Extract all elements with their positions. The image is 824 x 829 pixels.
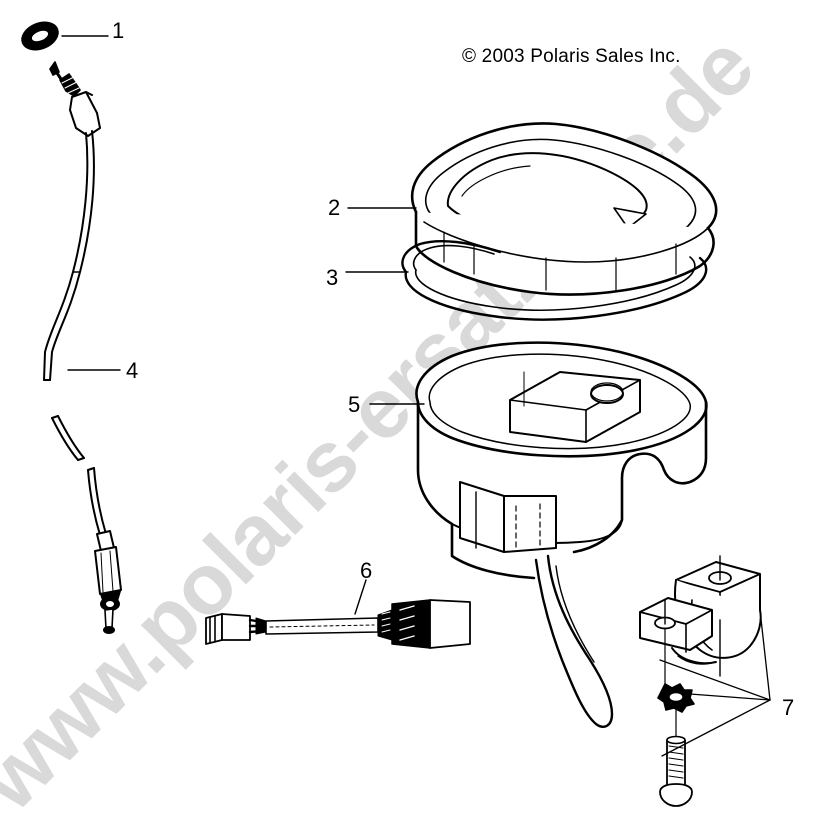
callout-number-6: 6 bbox=[360, 558, 373, 583]
leader-line-7d bbox=[661, 699, 771, 757]
part-1-o-ring bbox=[21, 21, 109, 51]
part-4-throttle-cable bbox=[43, 61, 121, 381]
part-3-cover-gasket bbox=[345, 239, 708, 321]
callout-number-2: 2 bbox=[328, 195, 341, 220]
screw bbox=[659, 735, 693, 807]
callout-number-5: 5 bbox=[348, 392, 361, 417]
part-4-lower-cable-end bbox=[51, 415, 122, 634]
callout-number-1: 1 bbox=[112, 18, 125, 43]
leader-line-7a bbox=[759, 609, 771, 701]
part-6-wire-harness bbox=[205, 579, 471, 649]
copyright-notice: © 2003 Polaris Sales Inc. bbox=[462, 46, 681, 67]
leader-line-7b bbox=[659, 659, 771, 701]
leader-line-7c bbox=[689, 693, 771, 701]
part-7-clamp-hardware bbox=[639, 555, 771, 807]
callout-number-3: 3 bbox=[326, 265, 339, 290]
star-washer bbox=[657, 683, 695, 713]
part-5-throttle-housing bbox=[369, 341, 708, 728]
callout-number-7: 7 bbox=[782, 695, 795, 720]
part-2-throttle-cover bbox=[347, 122, 718, 296]
callout-number-4: 4 bbox=[126, 358, 139, 383]
leader-line-6 bbox=[354, 579, 367, 615]
